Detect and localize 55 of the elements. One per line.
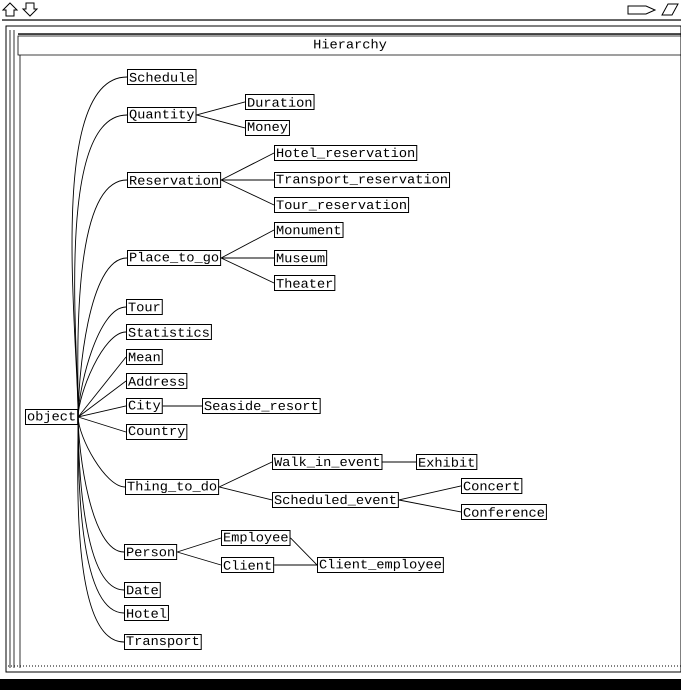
class-box: Seaside_resort xyxy=(202,398,321,414)
class-box: City xyxy=(126,398,163,414)
class-box: Walk_in_event xyxy=(272,454,382,470)
class-box: object xyxy=(25,409,78,425)
class-box: Theater xyxy=(274,275,336,291)
class-box: Quantity xyxy=(127,107,197,123)
connector-line xyxy=(78,416,126,432)
class-box: Address xyxy=(126,373,188,389)
class-box: Conference xyxy=(461,504,547,520)
connector-line xyxy=(78,416,126,488)
class-box: Schedule xyxy=(127,69,197,85)
class-box: Transport_reservation xyxy=(274,172,450,188)
class-box: Exhibit xyxy=(416,454,478,470)
connector-line xyxy=(78,306,126,418)
class-box: Duration xyxy=(245,94,315,110)
class-box: Date xyxy=(124,582,161,598)
connector-line xyxy=(196,102,246,116)
connector-line xyxy=(274,564,318,566)
title-bar: Hierarchy xyxy=(18,33,681,56)
class-box: Reservation xyxy=(127,172,222,188)
class-box: Hotel xyxy=(124,605,169,621)
class-box: Place_to_go xyxy=(127,250,222,266)
class-box: Person xyxy=(124,544,178,560)
connector-line xyxy=(290,538,318,566)
class-box: Tour_reservation xyxy=(274,197,410,213)
class-box: Statistics xyxy=(126,324,212,340)
class-box: Employee xyxy=(221,530,291,546)
class-box: Thing_to_do xyxy=(125,479,220,495)
class-box: Museum xyxy=(274,250,328,266)
connector-line xyxy=(220,152,274,180)
connector-line xyxy=(196,114,246,128)
connector-line xyxy=(218,462,272,488)
class-box: Transport xyxy=(124,634,202,650)
class-box: Hotel_reservation xyxy=(274,145,418,161)
connector-line xyxy=(78,406,126,418)
class-box: Client_employee xyxy=(317,557,444,573)
connector-line xyxy=(176,552,222,566)
class-box: Concert xyxy=(461,478,522,494)
connector-line xyxy=(176,538,222,552)
class-box: Mean xyxy=(126,349,163,365)
class-box: Monument xyxy=(274,222,344,238)
connector-line xyxy=(218,486,272,500)
connector-line xyxy=(78,380,126,418)
connector-line xyxy=(220,180,274,206)
class-box: Money xyxy=(245,120,290,136)
connector-line xyxy=(398,500,462,512)
connector-line xyxy=(78,356,126,418)
class-box: Client xyxy=(221,557,274,573)
connector-line xyxy=(398,486,462,500)
connector-line xyxy=(220,230,274,258)
connector-line xyxy=(220,258,274,284)
class-box: Country xyxy=(126,424,188,440)
class-box: Scheduled_event xyxy=(272,492,399,508)
connector-line xyxy=(78,332,126,418)
class-box: Tour xyxy=(126,299,163,315)
